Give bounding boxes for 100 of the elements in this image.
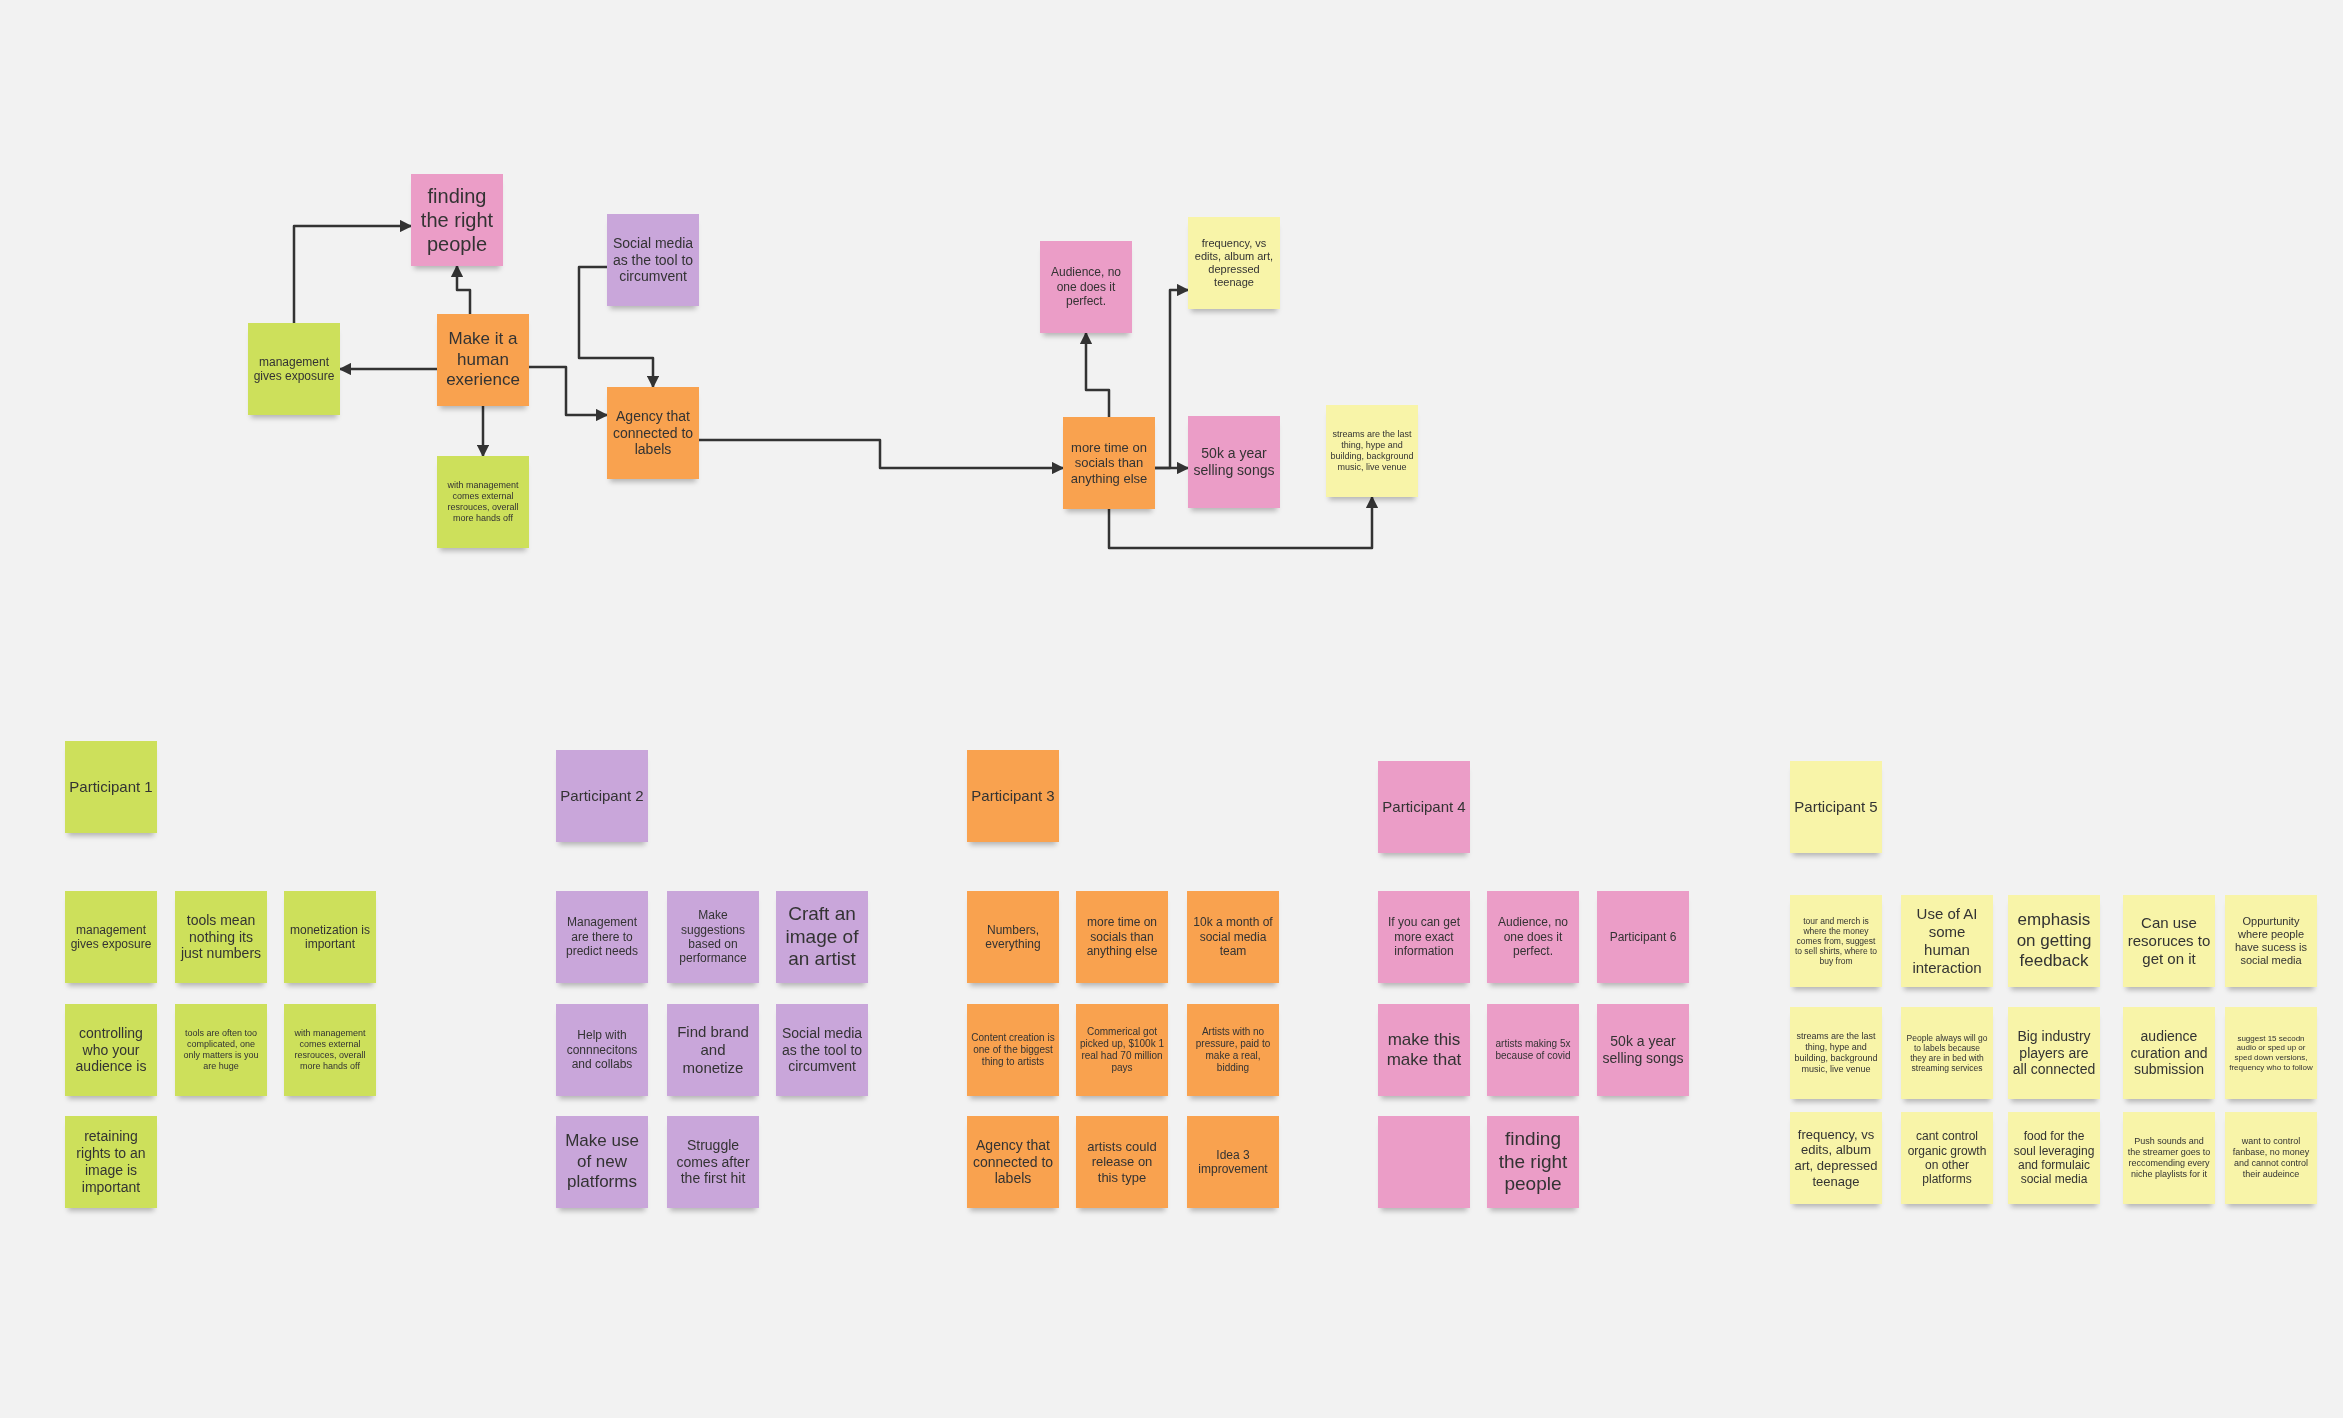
sticky-note	[1790, 761, 1882, 853]
arrow	[1107, 495, 1379, 550]
sticky-note	[776, 891, 868, 983]
note-text: Participant 6	[1609, 929, 1677, 945]
note-text: Artists with no pressure, paid to make a real, bidding	[1194, 1026, 1272, 1074]
sticky-note	[1487, 1116, 1579, 1208]
note-text: Oppurtunity where people have sucess is social media	[2233, 914, 2309, 968]
sticky-note	[65, 891, 157, 983]
sticky-note	[1187, 891, 1279, 983]
sticky-note	[1790, 1007, 1882, 1099]
note-text: Participant 2	[560, 787, 644, 805]
note-text: management gives exposure	[69, 922, 153, 952]
sticky-note	[284, 1004, 376, 1096]
note-text: finding the right people	[1497, 1127, 1569, 1197]
sticky-note	[65, 1116, 157, 1208]
note-text: tour and merch is where the money comes from, suggest to sell shirts, where to buy from	[1794, 915, 1878, 967]
sticky-note	[967, 1004, 1059, 1096]
note-text: Idea 3 improvement	[1197, 1147, 1269, 1177]
sticky-note	[1076, 891, 1168, 983]
sticky-note	[967, 891, 1059, 983]
note-text: People always will go to labels because they are in bed with streaming services	[1905, 1032, 1989, 1074]
note-text: Push sounds and the streamer goes to reccomending every niche playlists for it	[2127, 1136, 2211, 1180]
sticky-note	[556, 1116, 648, 1208]
note-text: audience curation and submission	[2129, 1027, 2209, 1079]
sticky-note	[667, 1004, 759, 1096]
sticky-note	[1040, 241, 1132, 333]
sticky-note	[1076, 1004, 1168, 1096]
sticky-note	[2225, 1112, 2317, 1204]
sticky-note	[411, 174, 503, 266]
note-text: cant control organic growth on other platforms	[1906, 1129, 1988, 1187]
note-text: Agency that connected to labels	[611, 407, 695, 459]
note-text: with management comes external resrouces, overall more hands off	[446, 480, 520, 524]
sticky-note	[1790, 895, 1882, 987]
sticky-note	[1597, 1004, 1689, 1096]
sticky-note	[1076, 1116, 1168, 1208]
arrow	[577, 265, 660, 389]
sticky-note	[65, 1004, 157, 1096]
note-text: tools mean nothing its just numbers	[179, 911, 263, 963]
note-text: Audience, no one does it perfect.	[1049, 265, 1123, 309]
sticky-note	[2123, 1112, 2215, 1204]
note-text: want to control fanbase, no money and cannot control their audeince	[2231, 1136, 2311, 1180]
note-text: 10k a month of social media team	[1192, 915, 1274, 959]
sticky-note	[248, 323, 340, 415]
note-text: Content creation is one of the biggest thing to artists	[971, 1032, 1055, 1068]
note-text: Struggle comes after the first hit	[675, 1136, 751, 1188]
note-text: Can use resoruces to get on it	[2127, 914, 2211, 968]
note-text: Participant 1	[69, 778, 153, 796]
note-text: Craft an image of an artist	[784, 902, 860, 972]
note-text: tools are often too complicated, one only matters is you are huge	[182, 1028, 260, 1072]
note-text: suggest 15 secodn audio or sped up or sped down versions, frequency who to follow	[2229, 1033, 2313, 1073]
sticky-note	[667, 891, 759, 983]
sticky-note	[1901, 1112, 1993, 1204]
note-text: management gives exposure	[252, 354, 336, 384]
sticky-note	[967, 750, 1059, 842]
note-text: 50k a year selling songs	[1192, 445, 1276, 479]
sticky-note	[1187, 1116, 1279, 1208]
note-text: retaining rights to an image is important	[75, 1128, 147, 1196]
sticky-note	[2225, 1007, 2317, 1099]
note-text: If you can get more exact information	[1386, 915, 1461, 959]
sticky-note	[2008, 1007, 2100, 1099]
arrow	[292, 219, 413, 323]
note-text: Participant 4	[1382, 798, 1466, 816]
arrow	[1079, 331, 1111, 417]
note-text: artists making 5x because of covid	[1494, 1038, 1572, 1062]
note-text: Participant 3	[971, 787, 1055, 805]
note-text: Numbers, everything	[984, 922, 1042, 952]
sticky-note	[1326, 405, 1418, 497]
sticky-note	[1378, 761, 1470, 853]
sticky-note	[2008, 895, 2100, 987]
note-text: controlling who your audience is	[74, 1024, 148, 1076]
note-text: streams are the last thing, hype and building, background music, live venue	[1794, 1031, 1878, 1075]
sticky-note	[1378, 1004, 1470, 1096]
sticky-note	[667, 1116, 759, 1208]
note-text: finding the right people	[419, 184, 495, 256]
sticky-note	[1597, 891, 1689, 983]
sticky-note	[1188, 416, 1280, 508]
sticky-note	[2008, 1112, 2100, 1204]
arrow	[529, 365, 609, 422]
note-text: Make suggestions based on performance	[678, 908, 748, 966]
sticky-note	[1487, 1004, 1579, 1096]
note-text: artists could release on this type	[1086, 1138, 1158, 1186]
sticky-note	[437, 456, 529, 548]
sticky-note	[1063, 417, 1155, 509]
sticky-note	[284, 891, 376, 983]
note-text: with management comes external resrouces, overall more hands off	[293, 1028, 367, 1072]
note-text: 50k a year selling songs	[1601, 1033, 1685, 1067]
sticky-note	[607, 387, 699, 479]
arrow	[450, 264, 472, 314]
sticky-note	[1187, 1004, 1279, 1096]
note-text: more time on socials than anything else	[1085, 915, 1159, 959]
sticky-note	[556, 1004, 648, 1096]
sticky-note	[1378, 891, 1470, 983]
note-text: more time on socials than anything else	[1069, 439, 1149, 487]
sticky-note	[607, 214, 699, 306]
sticky-note	[1790, 1112, 1882, 1204]
note-text: Audience, no one does it perfect.	[1496, 915, 1570, 959]
note-text: streams are the last thing, hype and building, background music, live venue	[1330, 429, 1414, 473]
sticky-note	[1188, 217, 1280, 309]
sticky-note	[2123, 1007, 2215, 1099]
sticky-note	[556, 750, 648, 842]
